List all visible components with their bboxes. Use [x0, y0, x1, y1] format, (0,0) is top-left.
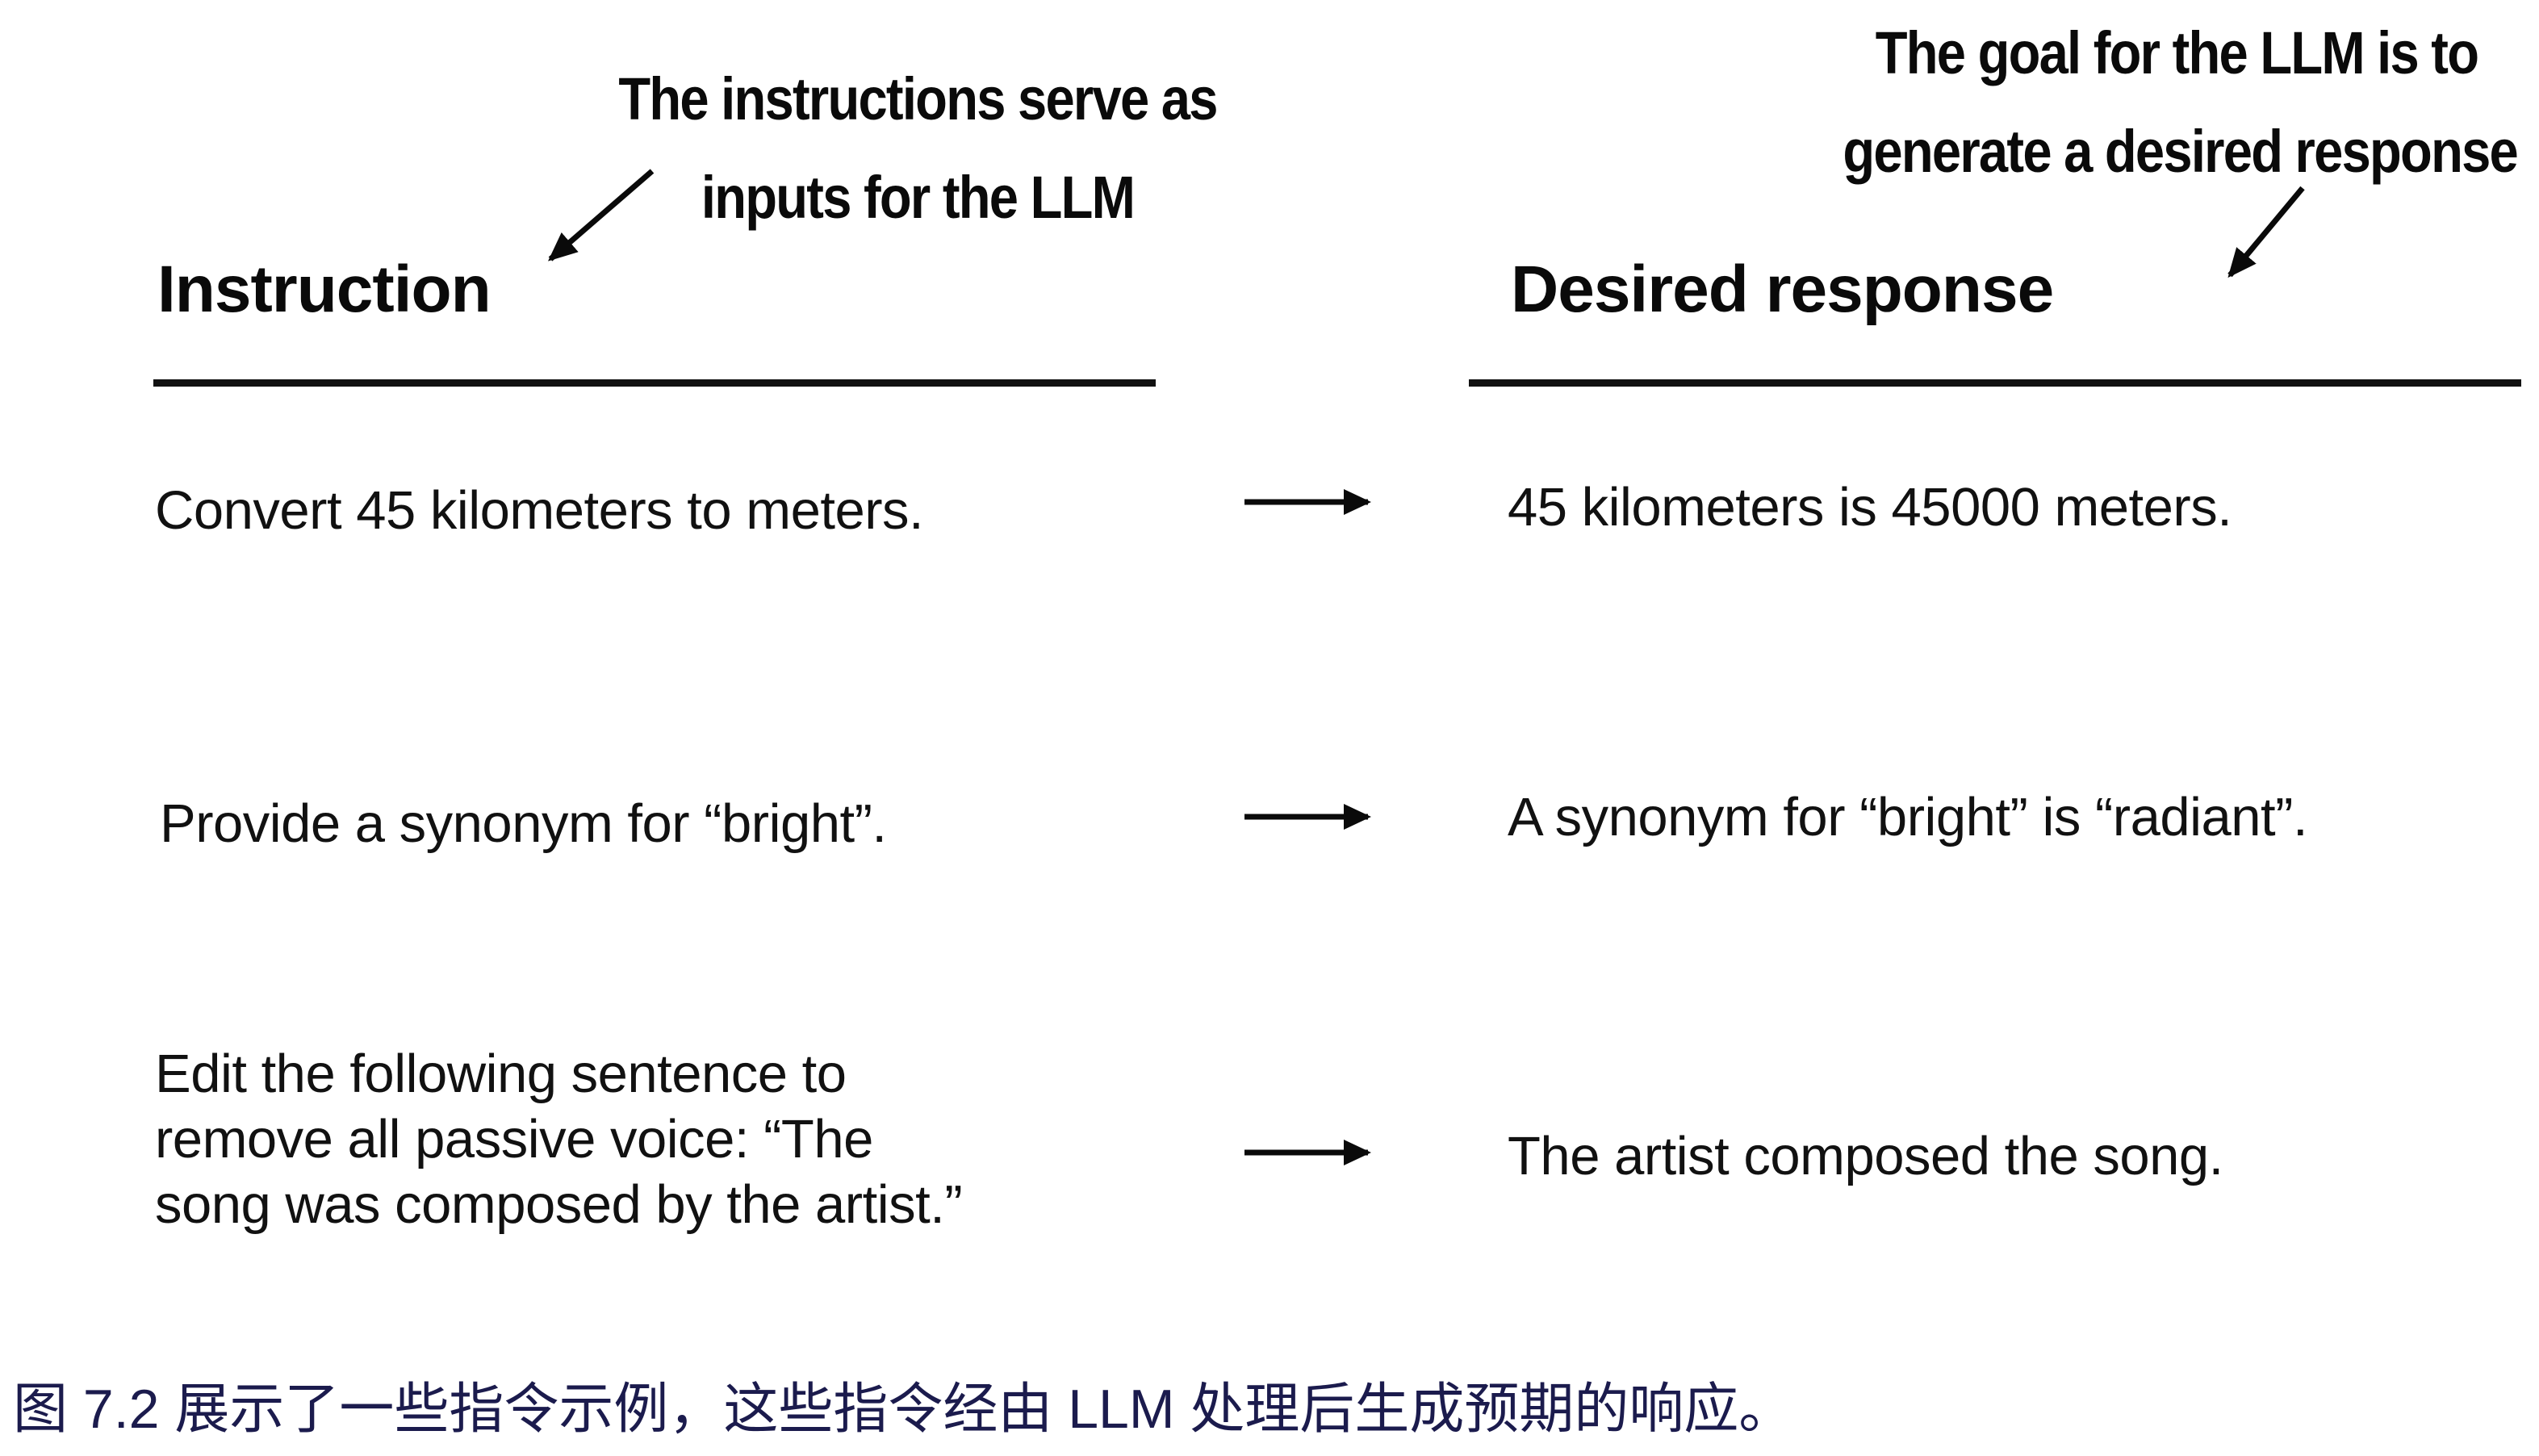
annotation-note-goal: The goal for the LLM is to generate a de… [1843, 4, 2518, 201]
response-cell: 45 kilometers is 45000 meters. [1508, 477, 2232, 538]
right-arrow-icon [1244, 804, 1371, 830]
response-column-header: Desired response [1511, 253, 2054, 326]
right-arrow-icon [1244, 489, 1371, 515]
response-cell: The artist composed the song. [1508, 1126, 2223, 1186]
down-left-arrow-icon [2227, 186, 2305, 278]
annotation-note-instructions: The instructions serve as inputs for the… [584, 50, 1251, 247]
annotation-line: The instructions serve as [618, 65, 1218, 132]
down-left-arrow-icon [547, 169, 655, 261]
right-arrow-icon [1244, 1140, 1371, 1165]
instruction-line: song was composed by the artist.” [155, 1174, 963, 1235]
annotation-line: generate a desired response [1843, 118, 2518, 185]
instruction-cell: Provide a synonym for “bright”. [160, 793, 887, 854]
figure-caption: 图 7.2 展示了一些指令示例，这些指令经由 LLM 处理后生成预期的响应。 [13, 1379, 1794, 1440]
instruction-line: Edit the following sentence to [155, 1044, 847, 1104]
response-cell: A synonym for “bright” is “radiant”. [1508, 787, 2308, 847]
instruction-column-rule [153, 379, 1156, 387]
instruction-line: remove all passive voice: “The [155, 1109, 873, 1169]
instruction-column-header: Instruction [157, 253, 491, 326]
annotation-line: inputs for the LLM [701, 164, 1136, 231]
instruction-cell: Convert 45 kilometers to meters. [155, 480, 924, 541]
annotation-line: The goal for the LLM is to [1875, 19, 2479, 86]
response-column-rule [1469, 379, 2521, 387]
instruction-cell: Edit the following sentence to remove al… [155, 1041, 963, 1237]
